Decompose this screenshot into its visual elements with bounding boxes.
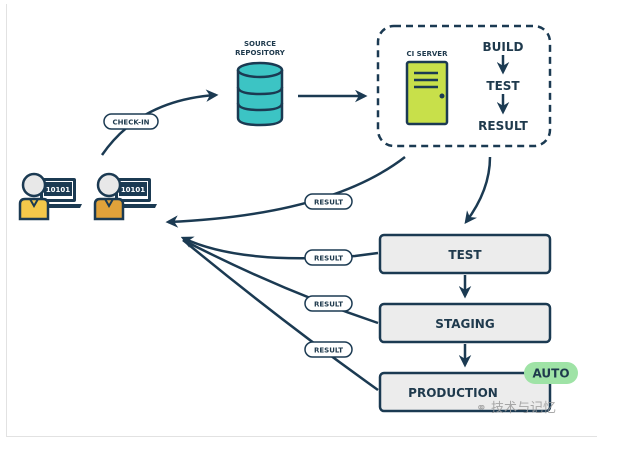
svg-text:RESULT: RESULT [314, 347, 343, 355]
diagram-frame [6, 4, 597, 437]
check-in-label: CHECK-IN [103, 113, 159, 130]
person-icon [18, 172, 50, 221]
watermark-text: 技术与记忆 [491, 401, 557, 416]
laptop-icon [36, 178, 82, 208]
result-label-ci: RESULT [304, 193, 353, 210]
watermark: ⚭ 技术与记忆 [476, 397, 556, 416]
svg-text:RESULT: RESULT [314, 199, 343, 207]
stage-test: TEST [378, 233, 552, 275]
source-repository-label-line2: REPOSITORY [235, 49, 286, 57]
screen-code-text: 10101 [121, 186, 145, 194]
svg-text:AUTO: AUTO [532, 367, 569, 381]
ci-server-group [376, 24, 552, 148]
result-label-test: RESULT [304, 249, 353, 266]
ci-step-build: BUILD [483, 40, 524, 54]
screen-code-text: 10101 [46, 186, 70, 194]
wechat-icon: ⚭ [476, 401, 487, 416]
ci-step-result: RESULT [478, 119, 528, 133]
stage-production: PRODUCTION [378, 371, 552, 413]
source-repository-label-line1: SOURCE [244, 40, 276, 48]
database-icon [236, 61, 284, 127]
svg-text:CHECK-IN: CHECK-IN [112, 119, 149, 127]
svg-text:RESULT: RESULT [314, 301, 343, 309]
auto-badge: AUTO [524, 362, 578, 384]
ci-step-test: TEST [486, 79, 520, 93]
developer-2: 10101 [93, 172, 157, 221]
ci-server-label: CI SERVER [407, 50, 449, 58]
production-result-arrow [182, 239, 379, 392]
check-in-arrow [100, 89, 219, 156]
staging-result-arrow [182, 238, 379, 325]
developer-1: 10101 [18, 172, 82, 221]
svg-text:RESULT: RESULT [314, 255, 343, 263]
stage-test-label: TEST [448, 248, 482, 262]
person-icon [93, 172, 125, 221]
stage-production-label: PRODUCTION [408, 386, 498, 400]
stage-staging-label: STAGING [435, 317, 494, 331]
result-label-staging: RESULT [304, 295, 353, 312]
server-icon [405, 60, 449, 126]
ci-result-arrow [165, 156, 406, 228]
result-label-production: RESULT [304, 341, 353, 358]
ci-to-test-arrow [464, 156, 492, 225]
stage-staging: STAGING [378, 302, 552, 344]
